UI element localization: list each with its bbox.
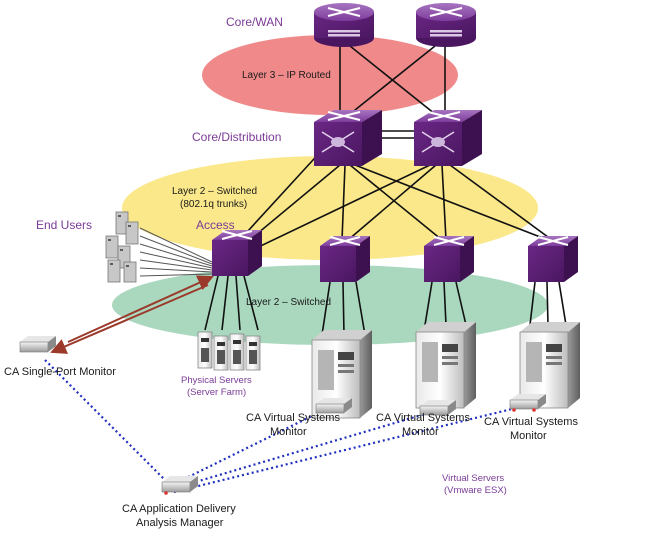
access-switch-1-icon[interactable] [212, 230, 262, 276]
end-user-links [139, 227, 213, 277]
network-links [204, 41, 567, 336]
end-user-workstations-icon[interactable] [105, 211, 139, 283]
vsm-appliance-1-icon[interactable] [315, 398, 352, 414]
end-users-label: End Users [36, 218, 92, 232]
distribution-switch-2-icon[interactable] [414, 110, 482, 166]
virtual-servers-label-line1: Virtual Servers [442, 473, 504, 484]
monitor-links [44, 359, 521, 494]
access-switch-4-icon[interactable] [528, 236, 578, 282]
layer3-routed-label: Layer 3 – IP Routed [242, 70, 331, 81]
core-distribution-label: Core/Distribution [192, 130, 281, 144]
manager-label-line1: CA Application Delivery [122, 503, 236, 515]
vsm-appliance-2-icon[interactable] [419, 400, 456, 416]
manager-appliance-icon[interactable] [161, 476, 198, 495]
single-port-monitor-appliance-icon[interactable] [19, 336, 56, 353]
single-port-monitor-label: CA Single-Port Monitor [4, 366, 116, 378]
distribution-switch-1-icon[interactable] [314, 110, 382, 166]
layer2-switched-label: Layer 2 – Switched [246, 297, 331, 308]
physical-servers-icon[interactable] [197, 331, 261, 371]
physical-servers-label-line1: Physical Servers [181, 375, 252, 386]
physical-servers-label-line2: (Server Farm) [187, 387, 246, 398]
access-switch-2-icon[interactable] [320, 236, 370, 282]
core-wan-label: Core/WAN [226, 15, 283, 29]
layer3-zone [202, 35, 458, 115]
vsm2-label-line1: CA Virtual Systems [376, 412, 470, 424]
access-switch-3-icon[interactable] [424, 236, 474, 282]
span-mirror-links [50, 275, 214, 354]
virtual-servers-label-line2: (Vmware ESX) [444, 485, 507, 496]
virtual-server-2-icon[interactable] [415, 322, 476, 409]
vsm3-label-line1: CA Virtual Systems [484, 416, 578, 428]
core-router-1-icon[interactable] [314, 3, 374, 47]
access-label: Access [196, 218, 235, 232]
manager-label-line2: Analysis Manager [136, 517, 224, 529]
vsm1-label-line2: Monitor [270, 426, 307, 438]
layer2-trunks-label-line2: (802.1q trunks) [180, 199, 247, 210]
vsm2-label-line2: Monitor [402, 426, 439, 438]
layer2-trunks-label-line1: Layer 2 – Switched [172, 186, 257, 197]
core-router-2-icon[interactable] [416, 3, 476, 47]
vsm3-label-line2: Monitor [510, 430, 547, 442]
vsm-appliance-3-icon[interactable] [509, 394, 546, 412]
vsm1-label-line1: CA Virtual Systems [246, 412, 340, 424]
